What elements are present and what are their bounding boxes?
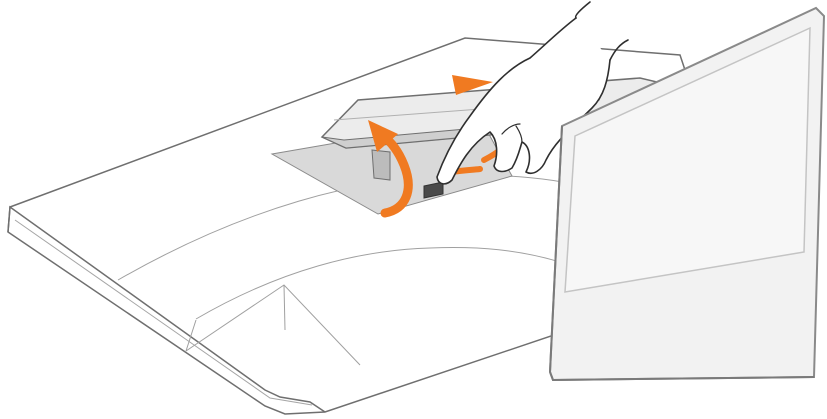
monitor-stand-removal-illustration (0, 0, 827, 419)
illustration-canvas (0, 0, 827, 419)
